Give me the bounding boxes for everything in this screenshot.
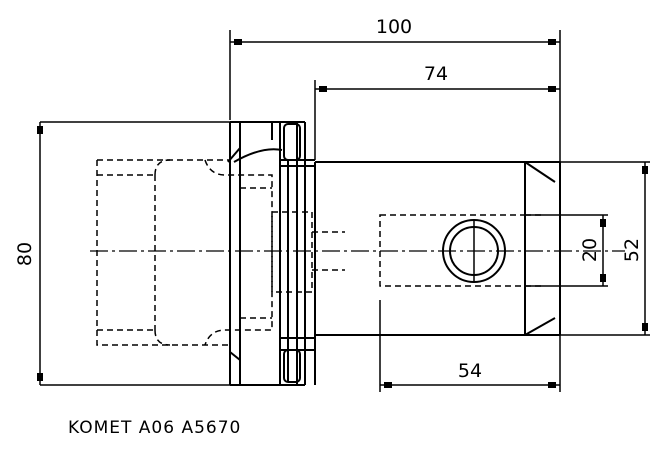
dimension-54-label: 54 [458,360,482,382]
dimension-100-label: 100 [376,16,412,38]
flange-body [227,121,316,386]
part-number-caption: KOMET A06 A5670 [68,418,241,438]
shank [315,161,561,336]
dimension-54: 54 [380,360,560,388]
dimension-20-label: 20 [579,238,601,262]
dimension-20: 20 [579,215,606,286]
hidden-lines [96,159,545,346]
dimension-80-label: 80 [14,242,36,266]
dimension-74-label: 74 [424,63,448,85]
dimension-80: 80 [14,122,43,385]
dimension-52: 52 [621,162,648,335]
dimension-74: 74 [315,63,560,92]
dimension-52-label: 52 [621,238,643,262]
dimension-100: 100 [230,16,560,45]
extension-lines [40,30,650,392]
